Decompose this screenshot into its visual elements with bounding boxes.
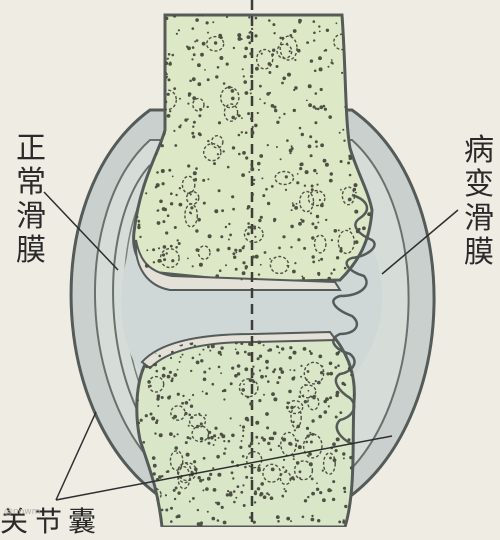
label-normal-synovium: 正常滑膜: [16, 131, 46, 268]
joint-diagram: [43, 0, 459, 527]
lower-bone-texture: [136, 340, 355, 527]
diseased-synovium: [332, 193, 376, 446]
watermark: @nowm: [4, 507, 41, 517]
pointer-capsule-left: [55, 411, 97, 501]
upper-cartilage: [134, 239, 342, 291]
pointer-normal-synovium: [43, 191, 119, 271]
pointer-capsule-right: [55, 435, 393, 501]
label-diseased-synovium: 病变滑膜: [464, 133, 494, 270]
lower-cartilage: [140, 330, 338, 370]
pointer-diseased-synovium: [381, 209, 459, 275]
label-joint-capsule: 关节囊: [0, 505, 103, 538]
